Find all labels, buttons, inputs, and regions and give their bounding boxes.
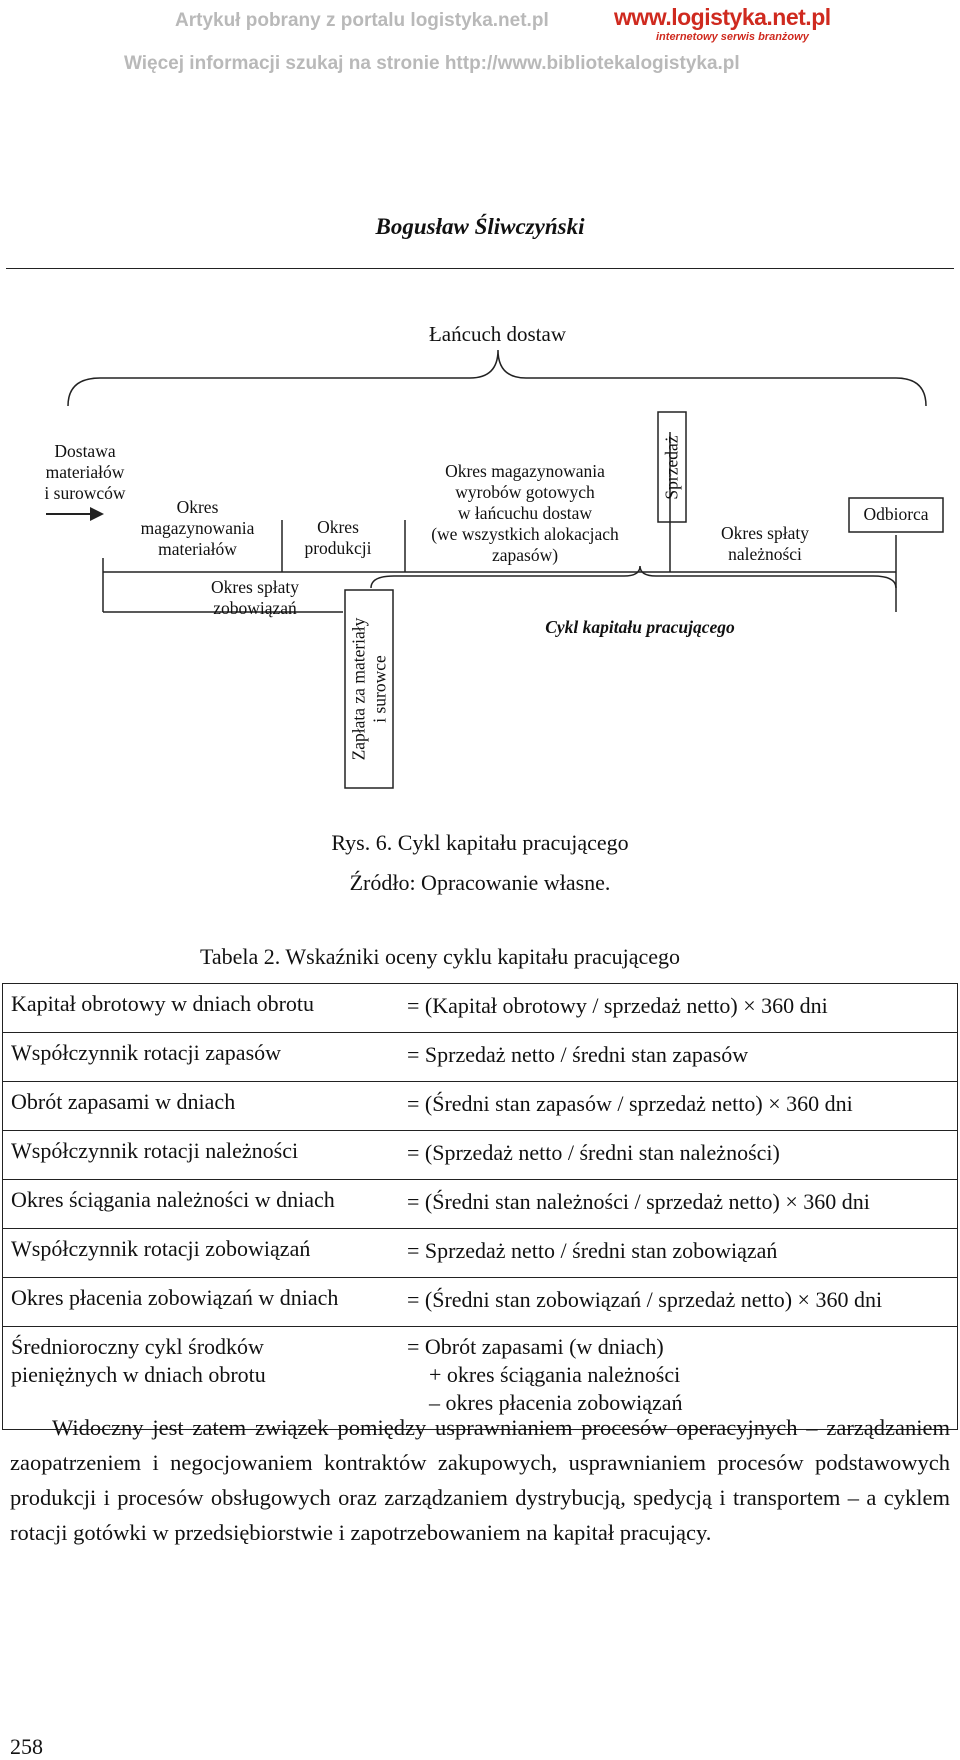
indicator-name: Kapitał obrotowy w dniach obrotu [2, 983, 399, 1033]
indicator-formula: = Obrót zapasami (w dniach) + okres ścią… [399, 1326, 958, 1430]
indicator-name: Współczynnik rotacji zobowiązań [2, 1228, 399, 1278]
table-row: Współczynnik rotacji należności = (Sprze… [2, 1130, 958, 1180]
delivery-label: Dostawa materiałów i surowców [44, 441, 126, 503]
table-row: Okres ściągania należności w dniach = (Ś… [2, 1179, 958, 1229]
figure-caption: Rys. 6. Cykl kapitału pracującego [331, 830, 629, 855]
sale-label: Sprzedaż [661, 434, 682, 500]
sale-label-wrap: Sprzedaż [658, 412, 686, 522]
table-title: Tabela 2. Wskaźniki oceny cyklu kapitału… [200, 944, 681, 969]
author-name: Bogusław Śliwczyński [375, 214, 585, 239]
payables-label: Okres spłaty zobowiązań [211, 577, 299, 618]
logo-main-text: www.logistyka.net.pl [614, 4, 831, 30]
indicator-name: Współczynnik rotacji zapasów [2, 1032, 399, 1082]
sale-box [657, 411, 687, 523]
logistyka-logo[interactable]: www.logistyka.net.pl internetowy serwis … [606, 4, 831, 46]
indicator-name: Obrót zapasami w dniach [2, 1081, 399, 1131]
table-row: Kapitał obrotowy w dniach obrotu = (Kapi… [2, 983, 958, 1033]
header-line-1: Artykuł pobrany z portalu logistyka.net.… [175, 10, 549, 31]
customer-box [848, 497, 944, 533]
body-paragraph: Widoczny jest zatem związek pomiędzy usp… [10, 1415, 950, 1545]
indicator-name: Współczynnik rotacji należności [2, 1130, 399, 1180]
delivery-arrow [46, 507, 104, 521]
material-storage-label: Okres magazynowania materiałów [140, 497, 255, 559]
figure-source: Źródło: Opracowanie własne. [349, 870, 611, 895]
supply-chain-diagram [46, 349, 944, 789]
table-row: Współczynnik rotacji zapasów = Sprzedaż … [2, 1032, 958, 1082]
indicator-formula: = (Kapitał obrotowy / sprzedaż netto) × … [399, 983, 958, 1033]
payment-label-wrap: Zapłata za materiały i surowce [345, 590, 393, 788]
indicator-name: Okres ściągania należności w dniach [2, 1179, 399, 1229]
indicator-formula: = Sprzedaż netto / średni stan zapasów [399, 1032, 958, 1082]
table-row: Obrót zapasami w dniach = (Średni stan z… [2, 1081, 958, 1131]
page-number: 258 [10, 1734, 43, 1759]
receivables-label: Okres spłaty należności [721, 523, 809, 564]
production-label: Okres produkcji [304, 517, 372, 558]
table-row: Okres płacenia zobowiązań w dniach = (Śr… [2, 1277, 958, 1327]
table-row: Współczynnik rotacji zobowiązań = Sprzed… [2, 1228, 958, 1278]
customer-label: Odbiorca [863, 504, 929, 524]
indicator-formula: = (Średni stan należności / sprzedaż net… [399, 1179, 958, 1229]
payment-box [344, 589, 394, 789]
wc-cycle-brace [370, 565, 897, 589]
payment-label: Zapłata za materiały i surowce [348, 617, 389, 761]
supply-chain-brace [67, 349, 927, 407]
wc-cycle-label: Cykl kapitału pracującego [545, 617, 735, 637]
header-rule [6, 268, 954, 269]
table-row: Średnioroczny cykl środków pieniężnych w… [2, 1326, 958, 1430]
indicator-formula: = Sprzedaż netto / średni stan zobowiąza… [399, 1228, 958, 1278]
logo-sub-text: internetowy serwis branżowy [656, 31, 809, 43]
indicator-formula: = (Sprzedaż netto / średni stan należnoś… [399, 1130, 958, 1180]
supply-chain-label: Łańcuch dostaw [428, 322, 567, 346]
indicator-name: Średnioroczny cykl środków pieniężnych w… [2, 1326, 399, 1430]
indicator-formula: = (Średni stan zapasów / sprzedaż netto)… [399, 1081, 958, 1131]
header-line-2: Więcej informacji szukaj na stronie http… [124, 53, 740, 74]
indicator-formula: = (Średni stan zobowiązań / sprzedaż net… [399, 1277, 958, 1327]
indicator-name: Okres płacenia zobowiązań w dniach [2, 1277, 399, 1327]
indicator-table: Kapitał obrotowy w dniach obrotu = (Kapi… [2, 983, 958, 1430]
goods-storage-label: Okres magazynowania wyrobów gotowych w ł… [431, 461, 619, 565]
